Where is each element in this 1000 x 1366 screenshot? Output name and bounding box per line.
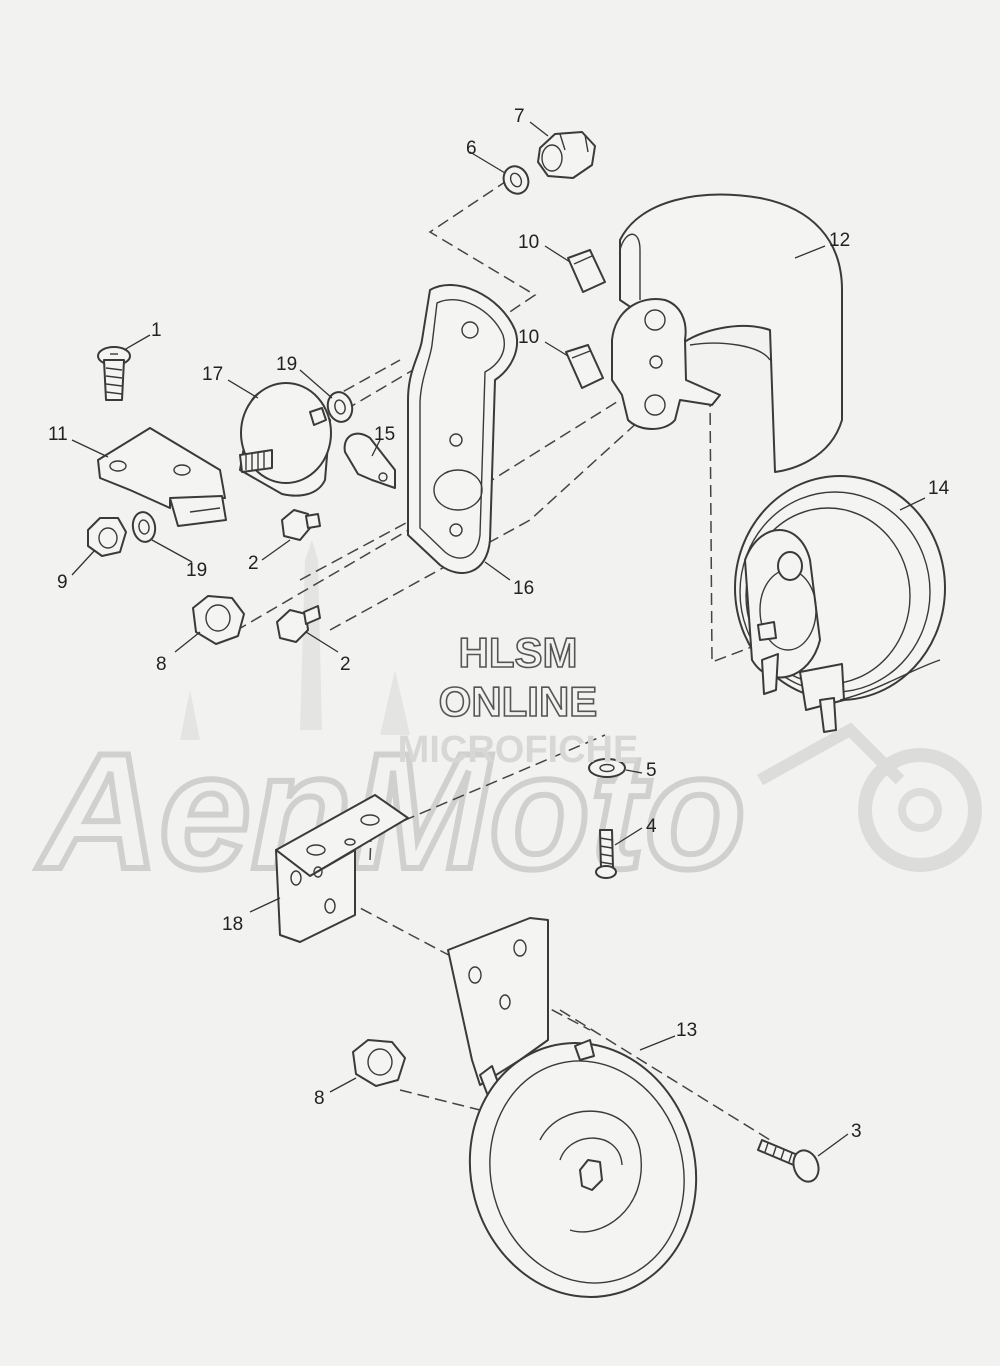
callout-8-lower: 8 [314, 1088, 325, 1109]
leader-lines [71, 121, 926, 1157]
callout-10-upper: 10 [518, 232, 539, 253]
callout-7: 7 [514, 106, 525, 127]
callout-11: 11 [48, 424, 68, 445]
callout-12: 12 [829, 230, 850, 251]
washer-19-lower [131, 511, 157, 543]
callout-1: 1 [151, 320, 162, 341]
bolt-2-lower [276, 605, 321, 643]
callout-10-lower: 10 [518, 327, 539, 348]
callout-5: 5 [646, 760, 657, 781]
callout-15: 15 [374, 424, 395, 445]
callout-3: 3 [851, 1121, 862, 1142]
clip-10-upper [567, 249, 606, 293]
bracket-clip-15 [343, 432, 396, 489]
callout-14: 14 [928, 478, 950, 499]
watermark-microfiche: MICROFICHE [398, 729, 639, 771]
horn-14 [734, 475, 946, 733]
callout-2-lower: 2 [340, 654, 351, 675]
watermark-hlsm: HLSM [459, 629, 578, 676]
callout-9: 9 [57, 572, 68, 593]
callout-labels: 1 2 2 3 4 5 6 7 8 8 9 10 10 11 12 13 14 … [48, 106, 950, 1142]
screw-4 [595, 829, 617, 879]
screw-3 [757, 1139, 820, 1183]
callout-6: 6 [466, 138, 477, 159]
flange-nut-8-upper [192, 595, 245, 645]
callout-8-upper: 8 [156, 654, 167, 675]
washer-6 [502, 165, 530, 195]
callout-19-lower: 19 [186, 560, 207, 581]
rubber-mount-17 [239, 382, 332, 497]
callout-18: 18 [222, 914, 243, 935]
mounting-plate-16 [407, 284, 518, 574]
watermark-online: ONLINE [439, 678, 598, 725]
clip-10-lower [565, 344, 604, 389]
callout-13: 13 [676, 1020, 697, 1041]
disc-horn-13 [447, 917, 698, 1298]
screw-1 [97, 346, 131, 401]
callout-4: 4 [646, 816, 657, 837]
horn-cover-12 [611, 193, 843, 473]
callout-19-upper: 19 [276, 354, 297, 375]
bolt-2-upper [281, 509, 321, 541]
washer-19-upper [326, 391, 354, 423]
flange-nut-9 [87, 517, 127, 557]
hex-nut-7 [537, 131, 596, 179]
flange-nut-8-lower [352, 1039, 406, 1087]
washer-5 [588, 758, 626, 778]
l-bracket-18 [275, 794, 409, 943]
bracket-11 [97, 427, 227, 527]
hlsm-watermark: HLSM ONLINE MICROFICHE [398, 628, 639, 771]
callout-17: 17 [202, 364, 223, 385]
callout-16: 16 [513, 578, 534, 599]
callout-2-upper: 2 [248, 553, 259, 574]
